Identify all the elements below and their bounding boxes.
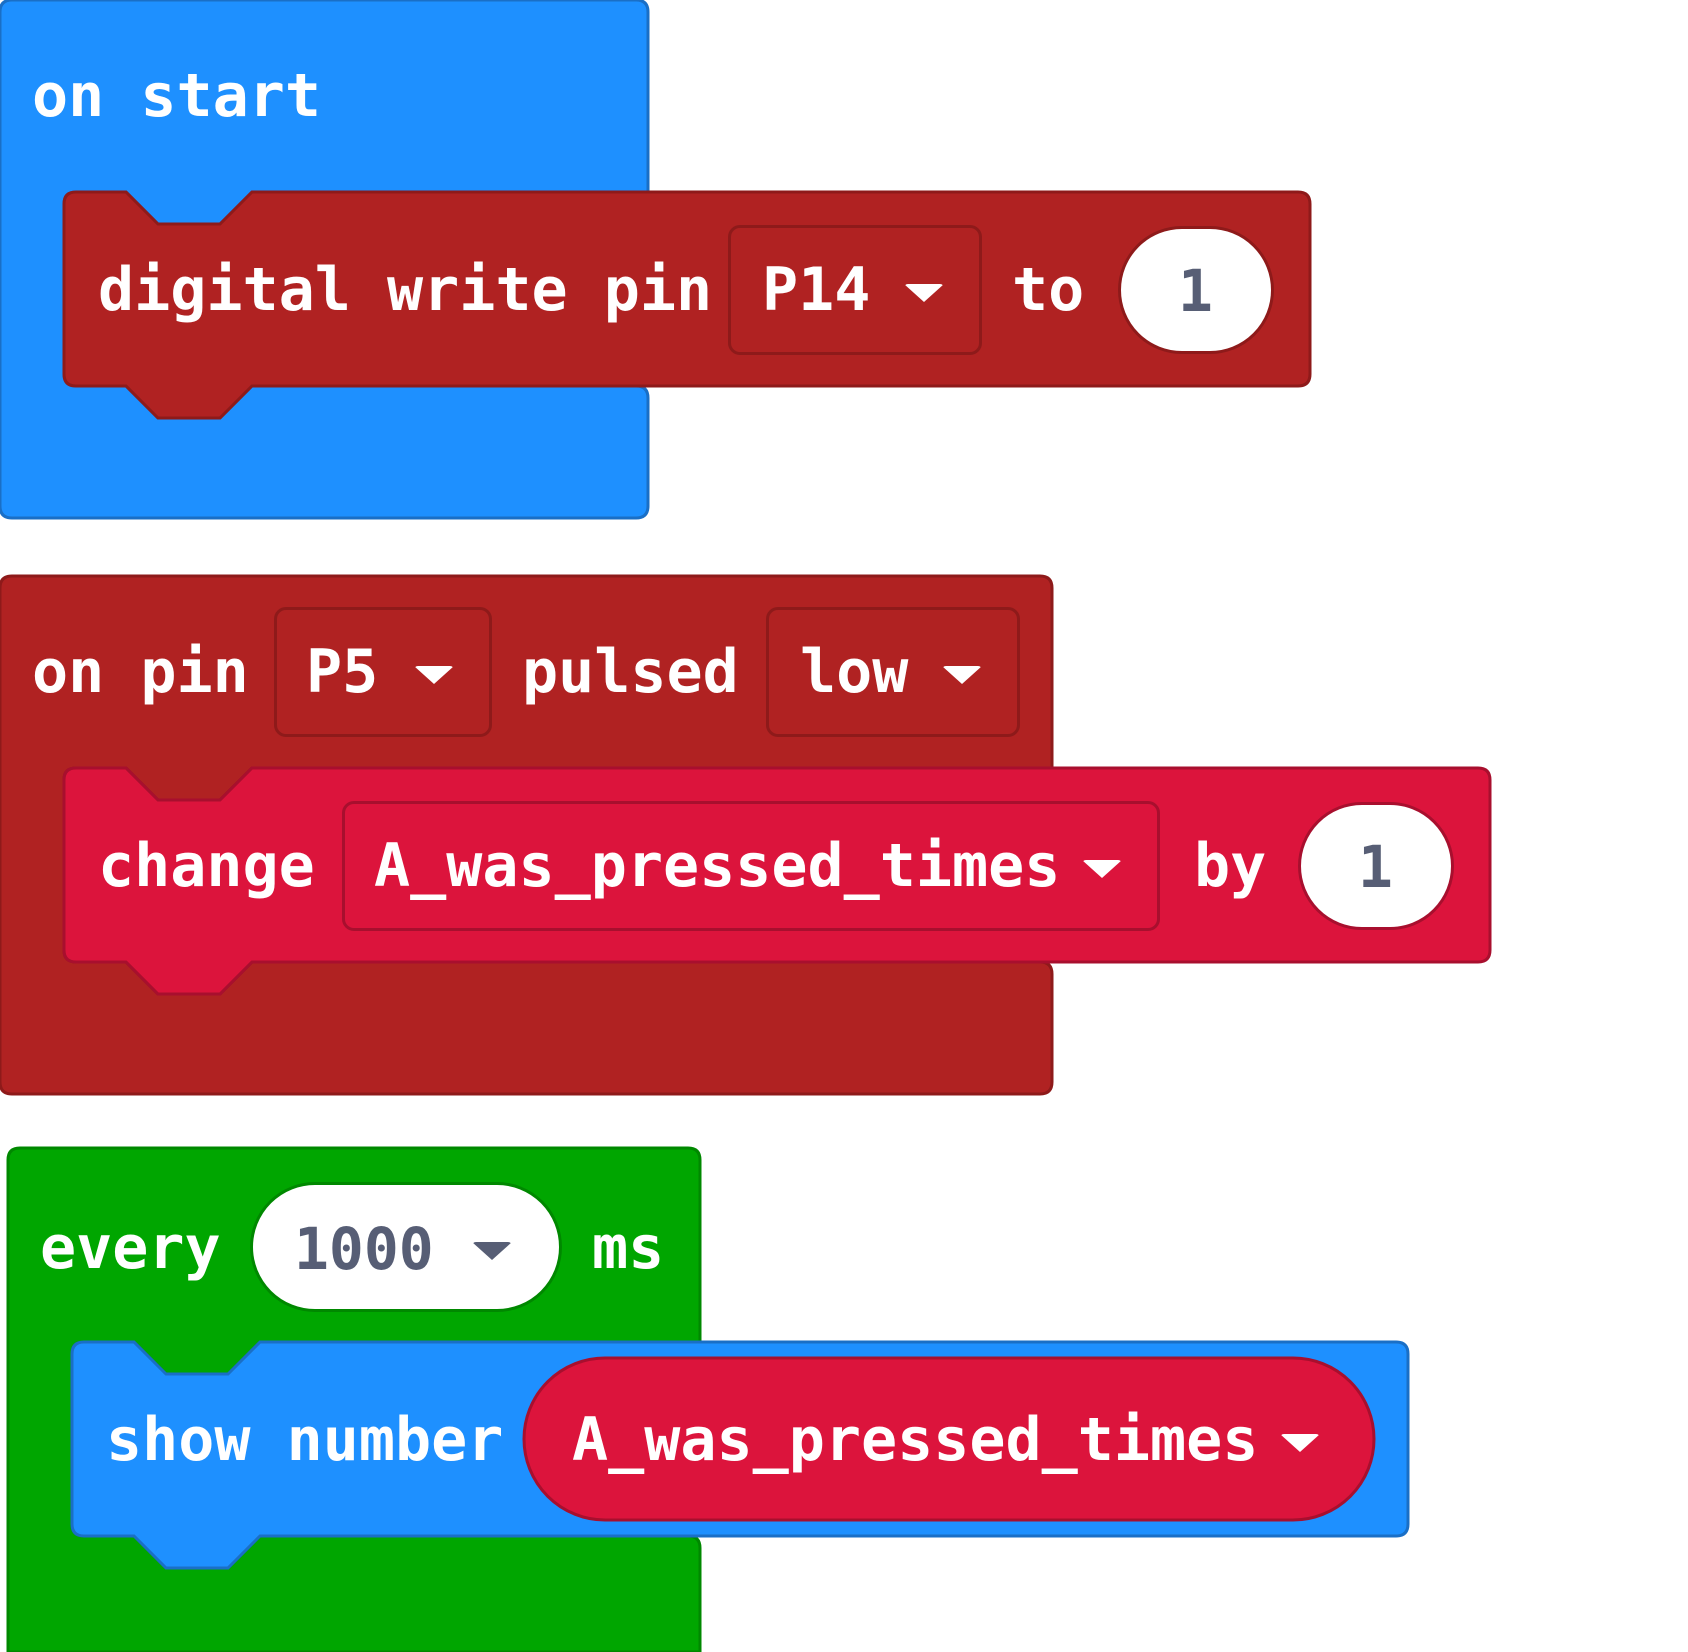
chevron-down-icon <box>1280 1434 1320 1452</box>
chevron-down-icon <box>904 284 944 302</box>
variable-dropdown[interactable] <box>342 801 1160 931</box>
pulsed-label: pulsed <box>522 637 739 707</box>
change-block[interactable] <box>62 766 1492 996</box>
pin-dropdown-value: P14 <box>762 255 871 325</box>
value-input-text: 1 <box>1358 833 1393 901</box>
level-dropdown[interactable] <box>766 607 1020 737</box>
level-dropdown-value: low <box>800 637 909 707</box>
pin-dropdown-p5[interactable] <box>274 607 492 737</box>
value-input-1[interactable] <box>1298 802 1454 930</box>
to-label: to <box>1012 255 1085 325</box>
variable-reporter-block[interactable] <box>522 1356 1376 1522</box>
chevron-down-icon <box>942 666 982 684</box>
change-label: change <box>98 831 315 901</box>
digital-write-label: digital write pin <box>98 255 713 325</box>
pin-dropdown-value: P5 <box>306 637 379 707</box>
variable-dropdown-value: A_was_pressed_times <box>374 831 1061 901</box>
show-number-label: show number <box>106 1405 504 1475</box>
pin-dropdown-p14[interactable] <box>728 225 982 355</box>
interval-dropdown-value: 1000 <box>294 1215 434 1283</box>
variable-reporter-value: A_was_pressed_times <box>572 1405 1259 1475</box>
chevron-down-icon <box>414 666 454 684</box>
chevron-down-icon <box>1082 860 1122 878</box>
on-pin-label: on pin <box>32 637 249 707</box>
digital-write-block[interactable] <box>62 190 1312 420</box>
every-label: every <box>40 1213 221 1283</box>
value-input-1[interactable] <box>1118 226 1274 354</box>
ms-label: ms <box>592 1213 665 1283</box>
by-label: by <box>1194 831 1267 901</box>
on-start-label: on start <box>32 61 321 131</box>
chevron-down-icon <box>472 1242 512 1260</box>
value-input-text: 1 <box>1178 257 1213 325</box>
